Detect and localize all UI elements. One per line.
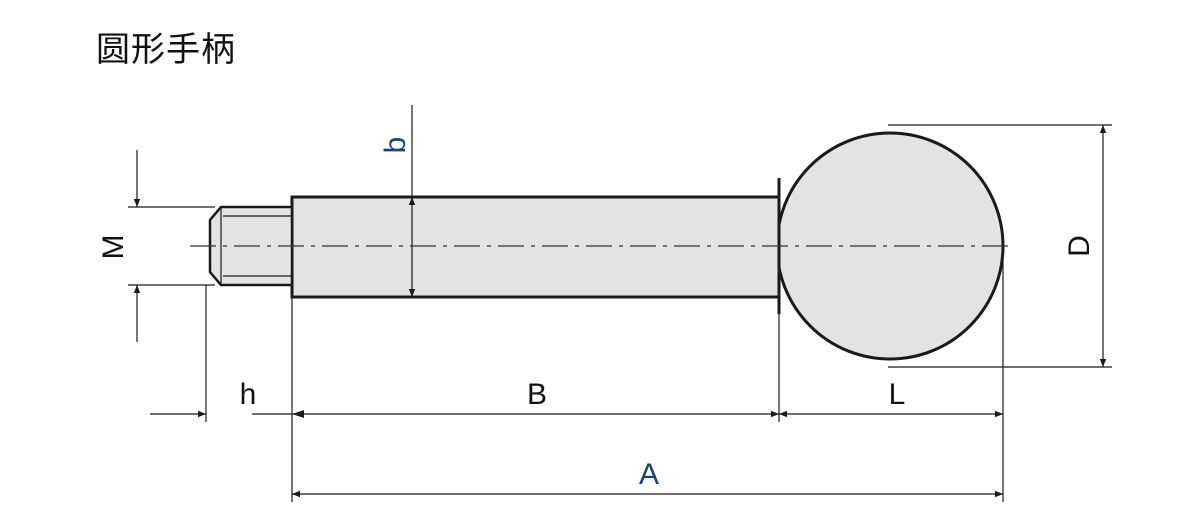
label-A: A	[639, 458, 659, 491]
label-L: L	[889, 378, 906, 411]
page-title: 圆形手柄	[96, 30, 236, 70]
label-B: B	[527, 378, 547, 411]
label-b: b	[379, 137, 412, 154]
label-D: D	[1063, 235, 1096, 257]
label-h: h	[240, 378, 257, 411]
shaft	[290, 195, 781, 299]
label-m: M	[97, 235, 130, 260]
